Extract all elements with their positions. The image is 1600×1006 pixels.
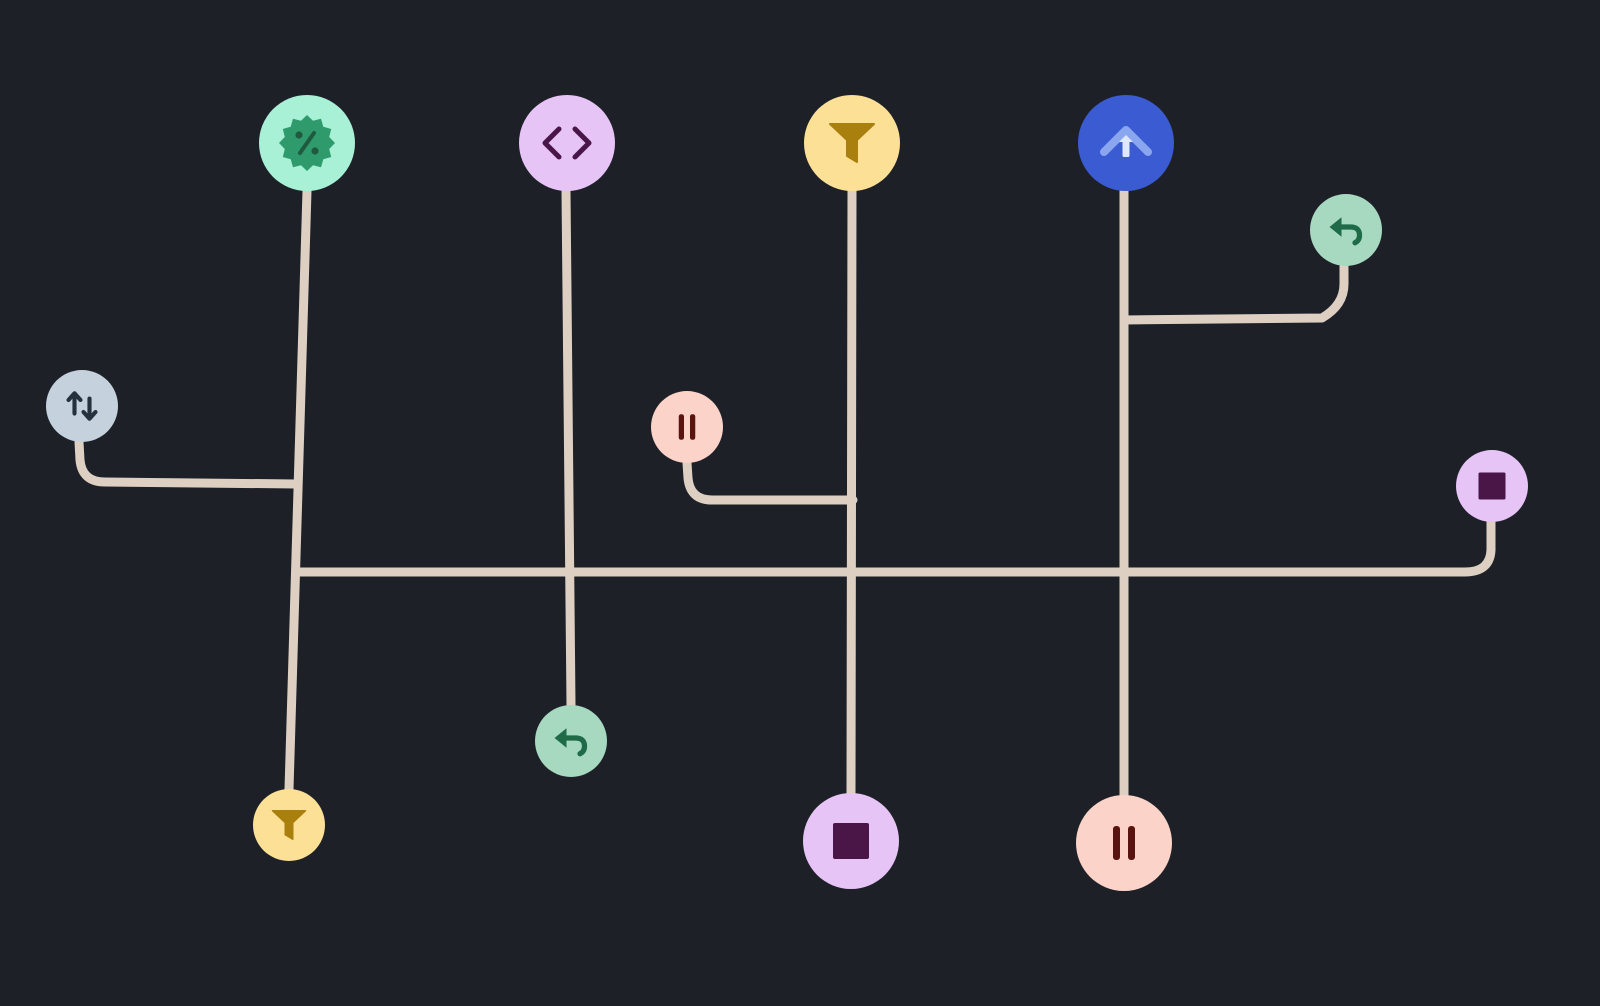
connector-stop-right-to-discount-top [295,517,1496,577]
filter-icon [271,810,307,840]
node-circle [651,391,723,463]
connector-discount-top-to-filter-bottom [284,186,312,794]
connector-code-top-to-reply-bottom [561,186,576,710]
filter-icon [829,123,875,163]
reply-arrow-icon [554,728,588,757]
node-circle [535,705,607,777]
pause-icon [678,414,696,440]
node-code-top[interactable] [519,95,615,191]
sort-arrows-icon [66,391,98,421]
code-icon [542,126,592,160]
node-filter-bottom[interactable] [253,789,325,861]
node-pause-bottom[interactable] [1076,795,1172,891]
node-stop-right[interactable] [1456,450,1528,522]
node-stop-bottom[interactable] [803,793,899,889]
node-filter-top[interactable] [804,95,900,191]
node-reply-bottom[interactable] [535,705,607,777]
reply-arrow-icon [1329,217,1363,246]
node-up-top[interactable] [1078,95,1174,191]
pause-icon [1113,826,1135,860]
connector-sort-left-to-discount-top [74,437,301,489]
node-circle [1076,795,1172,891]
connector-lines [74,186,1496,800]
stop-icon [833,823,869,859]
connector-reply-upper-right-to-up-top [1119,261,1349,325]
stop-icon [1478,472,1506,500]
node-circle [46,370,118,442]
node-reply-upper-right[interactable] [1310,194,1382,266]
connector-pause-middle-to-filter-top [682,458,858,505]
node-pause-middle[interactable] [651,391,723,463]
node-circle [1310,194,1382,266]
node-circle [519,95,615,191]
node-sort-left[interactable] [46,370,118,442]
icon-nodes [46,95,1528,891]
percent-badge-icon [279,115,335,171]
connector-filter-top-to-stop-bottom [846,186,857,798]
chevron-up-icon [1100,126,1152,157]
node-discount-top[interactable] [259,95,355,191]
